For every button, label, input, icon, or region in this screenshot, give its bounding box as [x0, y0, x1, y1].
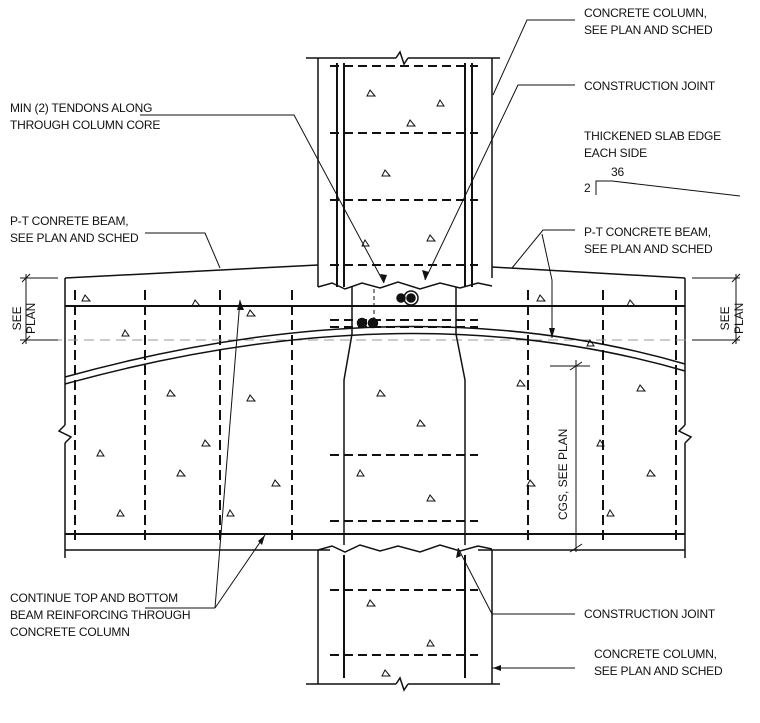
label-line: P-T CONRETE BEAM,: [10, 214, 129, 228]
label-line: BEAM REINFORCING THROUGH: [10, 608, 191, 622]
label-line: THICKENED SLAB EDGE: [584, 129, 721, 143]
label-line: SEE: [718, 306, 732, 331]
label-line: CGS, SEE PLAN: [556, 428, 570, 520]
label-line: CONSTRUCTION JOINT: [584, 607, 716, 621]
slope-symbol: [595, 180, 741, 197]
concrete-aggregate-pattern: [81, 89, 657, 677]
construction-joint-top-line: [317, 281, 493, 290]
pt-beam: [20, 264, 740, 558]
label-line: PLAN: [24, 302, 38, 334]
column-core-in-beam: [330, 287, 478, 545]
construction-joint-bottom-line: [317, 544, 493, 553]
label-line: 36: [611, 165, 624, 179]
label-line: SEE PLAN AND SCHED: [594, 664, 723, 678]
label-slope-run: 36: [611, 164, 624, 181]
lower-column: [306, 550, 500, 692]
label-construction-joint-top: CONSTRUCTION JOINT: [584, 78, 715, 95]
label-construction-joint-bottom: CONSTRUCTION JOINT: [584, 606, 715, 623]
label-min-tendons: MIN (2) TENDONS ALONG THROUGH COLUMN COR…: [10, 100, 160, 134]
label-cgs: CGS, SEE PLAN: [556, 429, 570, 520]
upper-column: [306, 50, 500, 287]
leader-lines: [140, 19, 575, 669]
label-thickened-slab-edge: THICKENED SLAB EDGE EACH SIDE: [584, 128, 721, 162]
label-see-plan-left: SEE PLAN: [10, 303, 38, 334]
label-line: 2: [584, 181, 591, 195]
label-line: MIN (2) TENDONS ALONG: [10, 101, 153, 115]
label-slope-rise: 2: [584, 180, 591, 197]
label-line: CONCRETE COLUMN: [10, 625, 130, 639]
label-see-plan-right: SEE PLAN: [718, 303, 746, 334]
label-continue-reinforcing: CONTINUE TOP AND BOTTOM BEAM REINFORCING…: [10, 590, 191, 641]
label-pt-beam-left: P-T CONRETE BEAM, SEE PLAN AND SCHED: [10, 213, 139, 247]
pt-tendon: [64, 325, 686, 385]
label-line: SEE PLAN AND SCHED: [10, 231, 139, 245]
label-line: SEE: [10, 306, 24, 331]
label-pt-beam-right: P-T CONCRETE BEAM, SEE PLAN AND SCHED: [584, 224, 713, 258]
tendon-markers: [356, 290, 419, 329]
cgs-dimension: [550, 360, 590, 553]
label-line: SEE PLAN AND SCHED: [584, 23, 713, 37]
see-plan-dimension-right: [692, 273, 741, 345]
label-line: CONSTRUCTION JOINT: [584, 79, 716, 93]
leader-arrowheads: [237, 270, 555, 671]
label-line: CONCRETE COLUMN,: [594, 647, 717, 661]
label-line: CONCRETE COLUMN,: [584, 6, 707, 20]
label-line: EACH SIDE: [584, 146, 647, 160]
label-line: P-T CONCRETE BEAM,: [584, 225, 711, 239]
label-concrete-column-bottom: CONCRETE COLUMN, SEE PLAN AND SCHED: [594, 646, 723, 680]
see-plan-dimension-left: [20, 273, 58, 345]
label-line: PLAN: [732, 302, 746, 334]
label-line: CONTINUE TOP AND BOTTOM: [10, 591, 178, 605]
label-concrete-column-top: CONCRETE COLUMN, SEE PLAN AND SCHED: [584, 5, 713, 39]
label-line: SEE PLAN AND SCHED: [584, 242, 713, 256]
label-line: THROUGH COLUMN CORE: [10, 118, 161, 132]
